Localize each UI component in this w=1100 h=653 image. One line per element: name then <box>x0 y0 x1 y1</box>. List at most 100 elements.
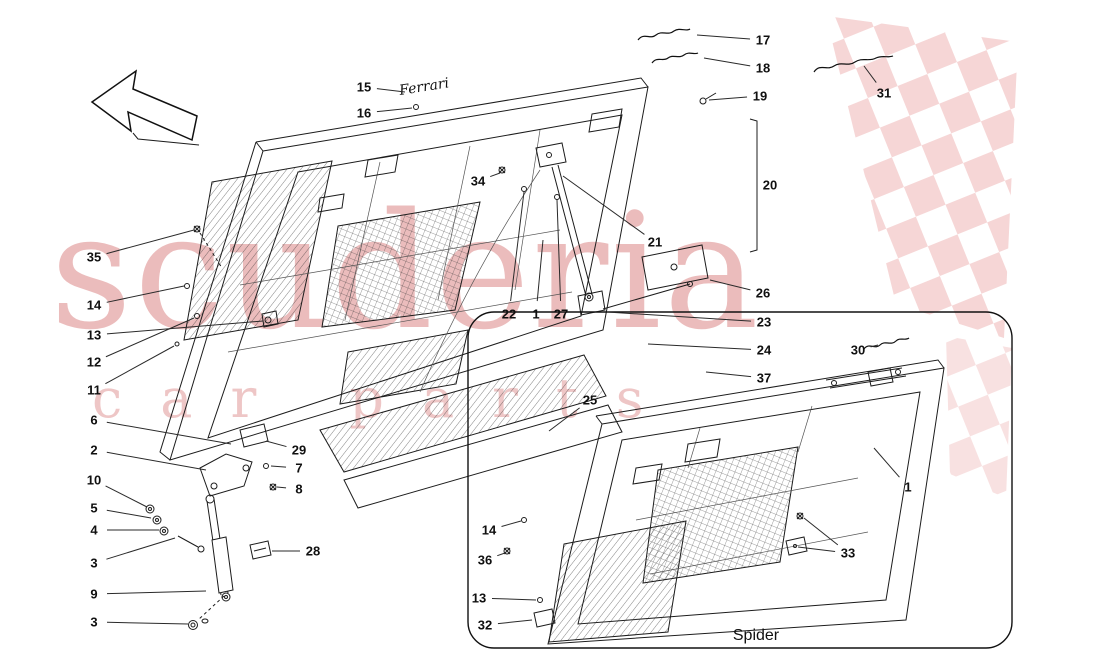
callout-3: 3 <box>90 555 98 571</box>
callout-31: 31 <box>876 85 892 101</box>
callout-6: 6 <box>90 412 98 428</box>
leader-line-33 <box>803 517 839 546</box>
model-script-badges <box>637 28 894 73</box>
callout-25: 25 <box>582 392 598 408</box>
callout-4: 4 <box>90 522 98 538</box>
leader-line-23 <box>606 311 752 322</box>
callout-2: 2 <box>90 442 98 458</box>
leader-line-3 <box>106 537 176 560</box>
leader-line-1 <box>536 239 544 302</box>
callout-23: 23 <box>756 314 772 330</box>
callout-20: 20 <box>762 177 778 193</box>
callout-12: 12 <box>86 354 102 370</box>
leader-line-36 <box>497 552 506 557</box>
leader-line-35 <box>106 229 195 255</box>
seal-panels <box>319 354 623 509</box>
callout-10: 10 <box>86 472 102 488</box>
leader-line-34 <box>490 172 501 178</box>
callout-34: 34 <box>470 173 486 189</box>
main-lid-drawing: Ferrari <box>159 75 758 461</box>
leader-line-24 <box>647 343 752 350</box>
callout-18: 18 <box>755 60 771 76</box>
callout-1: 1 <box>532 306 540 322</box>
callout-27: 27 <box>553 306 569 322</box>
leader-line-2 <box>106 451 207 471</box>
callout-29: 29 <box>291 442 307 458</box>
leader-line-16 <box>376 107 413 113</box>
ferrari-script-badge: Ferrari <box>397 75 450 99</box>
callout-17: 17 <box>755 32 771 48</box>
callout-22: 22 <box>501 306 517 322</box>
leader-line-33 <box>797 546 836 552</box>
leader-line-3 <box>106 621 189 625</box>
leader-line-25 <box>548 407 580 432</box>
leader-line-10 <box>105 485 148 508</box>
leader-line-15 <box>376 88 406 93</box>
callout-8: 8 <box>295 481 303 497</box>
fasteners <box>174 92 717 347</box>
callout-9: 9 <box>90 586 98 602</box>
callout-11: 11 <box>87 382 101 398</box>
leader-line-11 <box>105 345 175 385</box>
leader-line-19 <box>708 96 748 101</box>
leader-line-8 <box>276 486 287 489</box>
leader-line-30 <box>870 344 879 348</box>
direction-arrow-icon <box>90 69 200 146</box>
callout-19: 19 <box>752 88 768 104</box>
gas-strut <box>205 494 234 602</box>
leader-line-27 <box>556 199 562 302</box>
leader-line-21 <box>562 175 645 235</box>
callout-16: 16 <box>356 105 372 121</box>
spider-panel-outline <box>467 311 1013 649</box>
callout-35: 35 <box>86 249 102 265</box>
callout-24: 24 <box>756 342 772 358</box>
leader-line-13 <box>491 597 537 601</box>
leader-line-29 <box>265 440 287 448</box>
callout-21: 21 <box>647 234 663 250</box>
checkered-flag-watermark <box>826 16 1018 498</box>
model-script-badge-18 <box>651 52 699 64</box>
leader-line-7 <box>270 465 287 468</box>
callout-33: 33 <box>840 545 856 561</box>
callout-5: 5 <box>90 500 98 516</box>
hinge-bracket <box>641 244 709 291</box>
leader-line-22 <box>510 191 525 302</box>
leader-line-14 <box>501 520 522 527</box>
latch-assembly <box>419 142 693 393</box>
callout-14: 14 <box>481 522 497 538</box>
callout-30: 30 <box>850 342 866 358</box>
spider-panel <box>467 311 1013 649</box>
leader-line-6 <box>106 421 232 445</box>
leader-line-12 <box>105 317 195 358</box>
leader-line-14 <box>106 285 185 303</box>
spider-variant-label: Spider <box>732 627 780 644</box>
callout-1: 1 <box>904 479 912 495</box>
leader-line-31 <box>863 65 877 83</box>
callout-3: 3 <box>90 614 98 630</box>
callout-26: 26 <box>755 285 771 301</box>
model-script-badge-17 <box>637 28 691 41</box>
model-script-badge-31 <box>813 55 894 73</box>
leader-line-9 <box>106 590 207 595</box>
callout-15: 15 <box>356 79 372 95</box>
callout-13: 13 <box>471 590 487 606</box>
leader-line-13 <box>106 320 264 335</box>
leader-line-37 <box>705 371 752 378</box>
leader-line-32 <box>497 619 533 625</box>
callout-7: 7 <box>295 460 303 476</box>
leader-line-1 <box>873 447 900 478</box>
hinge-strut-assembly <box>145 423 277 630</box>
callout-28: 28 <box>305 543 321 559</box>
callout-36: 36 <box>477 552 493 568</box>
leader-line-18 <box>703 57 751 67</box>
callout-13: 13 <box>86 327 102 343</box>
leader-line-26 <box>709 279 751 291</box>
leader-line-17 <box>696 34 751 40</box>
callout-14: 14 <box>86 297 102 313</box>
callout-32: 32 <box>477 617 493 633</box>
leader-line-5 <box>106 509 152 519</box>
range-bracket-20 <box>749 118 758 253</box>
